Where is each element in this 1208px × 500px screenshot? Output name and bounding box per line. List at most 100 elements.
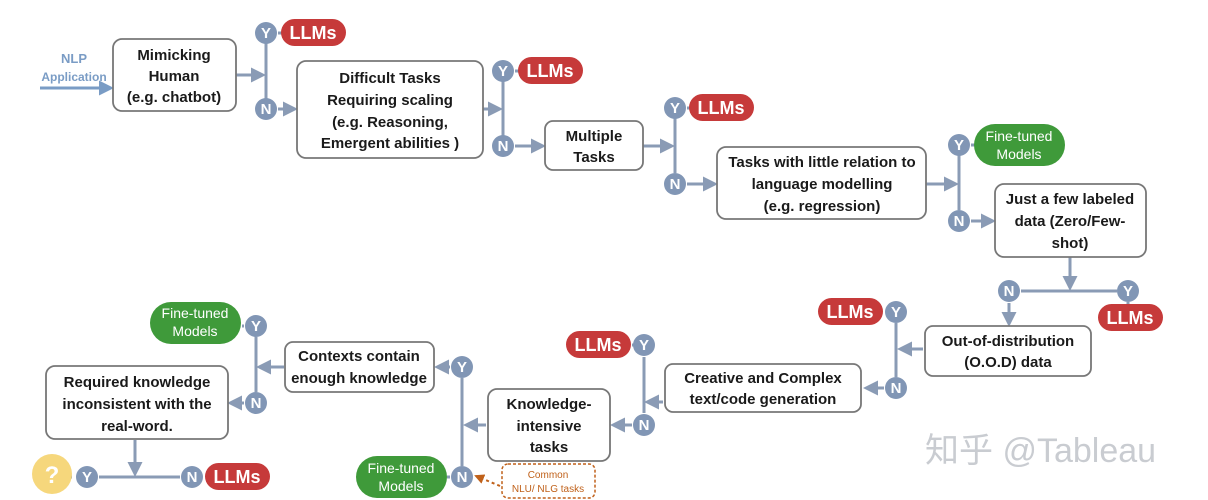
svg-text:LLMs: LLMs — [290, 23, 337, 43]
svg-text:tasks: tasks — [530, 439, 568, 456]
start-label: NLP Application — [41, 51, 106, 84]
svg-text:Application: Application — [41, 70, 106, 84]
no-node: N — [998, 280, 1020, 302]
svg-text:Models: Models — [172, 323, 217, 339]
question-node: ? — [32, 454, 72, 494]
svg-text:Contexts contain: Contexts contain — [298, 348, 420, 365]
svg-text:Y: Y — [670, 100, 680, 117]
finetuned-pill: Fine-tuned Models — [974, 124, 1065, 166]
yes-node: Y — [245, 315, 267, 337]
yes-node: Y — [633, 334, 655, 356]
no-node: N — [885, 377, 907, 399]
svg-text:Requiring scaling: Requiring scaling — [327, 92, 453, 109]
svg-text:Fine-tuned: Fine-tuned — [162, 305, 229, 321]
box-ood-data: Out-of-distribution (O.O.D) data — [924, 325, 1092, 377]
svg-text:N: N — [261, 101, 272, 118]
llms-pill: LLMs — [1098, 304, 1163, 331]
svg-text:Fine-tuned: Fine-tuned — [368, 460, 435, 476]
finetuned-pill: Fine-tuned Models — [150, 302, 241, 344]
svg-text:(e.g. Reasoning,: (e.g. Reasoning, — [332, 114, 448, 131]
llms-pill: LLMs — [689, 94, 754, 121]
yes-node: Y — [948, 134, 970, 156]
svg-text:?: ? — [45, 462, 60, 489]
yes-node: Y — [492, 60, 514, 82]
svg-text:N: N — [670, 176, 681, 193]
llms-pill: LLMs — [281, 19, 346, 46]
yes-node: Y — [664, 97, 686, 119]
finetuned-pill: Fine-tuned Models — [356, 456, 447, 498]
svg-text:Tasks with little relation to: Tasks with little relation to — [728, 154, 915, 171]
svg-text:N: N — [891, 380, 902, 397]
svg-text:N: N — [251, 395, 262, 412]
box-multiple-tasks: Multiple Tasks — [544, 120, 644, 171]
svg-text:Y: Y — [261, 25, 271, 42]
svg-text:N: N — [498, 138, 509, 155]
svg-text:(e.g. regression): (e.g. regression) — [764, 198, 881, 215]
no-node: N — [181, 466, 203, 488]
box-creative-generation: Creative and Complex text/code generatio… — [664, 363, 862, 413]
svg-text:Fine-tuned: Fine-tuned — [986, 128, 1053, 144]
svg-text:Y: Y — [1123, 283, 1133, 300]
box-mimicking-human: Mimicking Human (e.g. chatbot) — [112, 38, 237, 112]
svg-text:Y: Y — [891, 304, 901, 321]
svg-text:N: N — [954, 213, 965, 230]
box-knowledge-intensive: Knowledge- intensive tasks — [487, 388, 611, 462]
box-required-knowledge: Required knowledge inconsistent with the… — [45, 365, 229, 440]
svg-text:Common: Common — [528, 470, 569, 481]
svg-text:data (Zero/Few-: data (Zero/Few- — [1015, 213, 1126, 230]
llms-pill: LLMs — [518, 57, 583, 84]
no-node: N — [633, 414, 655, 436]
svg-text:Y: Y — [251, 318, 261, 335]
yn-nodes: Y N Y N Y N Y N N Y Y N Y N Y N Y N Y N — [76, 22, 1139, 488]
no-node: N — [245, 392, 267, 414]
svg-text:shot): shot) — [1052, 235, 1089, 252]
svg-text:N: N — [1004, 283, 1015, 300]
svg-text:LLMs: LLMs — [698, 98, 745, 118]
svg-text:intensive: intensive — [516, 418, 581, 435]
llms-pill: LLMs — [818, 298, 883, 325]
no-node: N — [948, 210, 970, 232]
svg-text:Models: Models — [996, 146, 1041, 162]
no-node: N — [492, 135, 514, 157]
svg-text:text/code generation: text/code generation — [690, 391, 837, 408]
no-node: N — [255, 98, 277, 120]
svg-text:Y: Y — [457, 359, 467, 376]
svg-text:Difficult Tasks: Difficult Tasks — [339, 70, 440, 87]
svg-text:Required knowledge: Required knowledge — [64, 374, 211, 391]
svg-text:Y: Y — [82, 469, 92, 486]
svg-text:N: N — [639, 417, 650, 434]
svg-text:LLMs: LLMs — [214, 467, 261, 487]
svg-text:Y: Y — [639, 337, 649, 354]
watermark: 知乎 @Tableau — [925, 432, 1156, 470]
llms-pills: LLMs LLMs LLMs LLMs LLMs LLMs LLMs — [205, 19, 1163, 490]
svg-text:real-word.: real-word. — [101, 418, 173, 435]
svg-text:NLU/ NLG tasks: NLU/ NLG tasks — [512, 484, 584, 495]
svg-text:Multiple: Multiple — [566, 128, 623, 145]
box-few-labeled-data: Just a few labeled data (Zero/Few- shot) — [994, 183, 1147, 258]
svg-text:NLP: NLP — [61, 51, 87, 66]
box-little-relation: Tasks with little relation to language m… — [716, 146, 927, 220]
svg-text:Tasks: Tasks — [573, 149, 614, 166]
svg-text:N: N — [457, 469, 468, 486]
svg-text:LLMs: LLMs — [527, 61, 574, 81]
connector-lines — [40, 31, 1130, 479]
yes-node: Y — [1117, 280, 1139, 302]
svg-text:N: N — [187, 469, 198, 486]
svg-text:(e.g. chatbot): (e.g. chatbot) — [127, 89, 221, 106]
svg-text:LLMs: LLMs — [575, 335, 622, 355]
box-contexts-knowledge: Contexts contain enough knowledge — [284, 341, 435, 393]
yes-node: Y — [255, 22, 277, 44]
svg-text:Out-of-distribution: Out-of-distribution — [942, 333, 1074, 350]
svg-text:(O.O.D) data: (O.O.D) data — [964, 354, 1052, 371]
common-tasks-box: Common NLU/ NLG tasks — [501, 463, 596, 499]
svg-text:Knowledge-: Knowledge- — [507, 396, 592, 413]
yes-node: Y — [451, 356, 473, 378]
no-node: N — [451, 466, 473, 488]
llms-pill: LLMs — [205, 463, 270, 490]
box-difficult-tasks: Difficult Tasks Requiring scaling (e.g. … — [296, 60, 484, 159]
finetuned-pills: Fine-tuned Models Fine-tuned Models Fine… — [150, 124, 1065, 498]
svg-text:Mimicking: Mimicking — [137, 47, 210, 64]
svg-text:Y: Y — [954, 137, 964, 154]
svg-text:language modelling: language modelling — [752, 176, 893, 193]
